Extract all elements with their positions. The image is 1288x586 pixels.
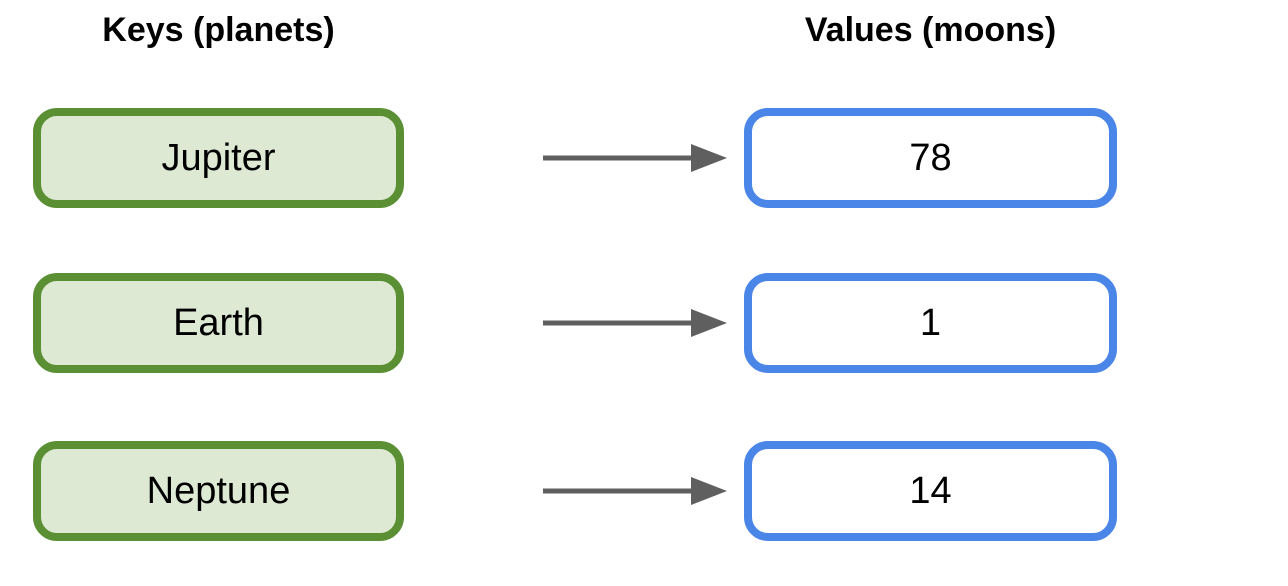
value-label: 78 [909, 136, 952, 179]
key-label: Earth [173, 301, 264, 344]
arrow-icon [541, 303, 727, 343]
keys-column-header: Keys (planets) [102, 11, 335, 49]
value-label: 14 [909, 469, 952, 512]
arrow-icon [541, 471, 727, 511]
key-label: Jupiter [161, 136, 276, 179]
value-label: 1 [919, 301, 942, 344]
value-box-neptune: 14 [744, 441, 1117, 541]
value-box-earth: 1 [744, 273, 1117, 373]
value-box-jupiter: 78 [744, 108, 1117, 208]
key-box-neptune: Neptune [33, 441, 404, 541]
key-box-jupiter: Jupiter [33, 108, 404, 208]
arrow-icon [541, 138, 727, 178]
key-label: Neptune [146, 469, 291, 512]
values-column-header: Values (moons) [804, 11, 1057, 49]
key-box-earth: Earth [33, 273, 404, 373]
